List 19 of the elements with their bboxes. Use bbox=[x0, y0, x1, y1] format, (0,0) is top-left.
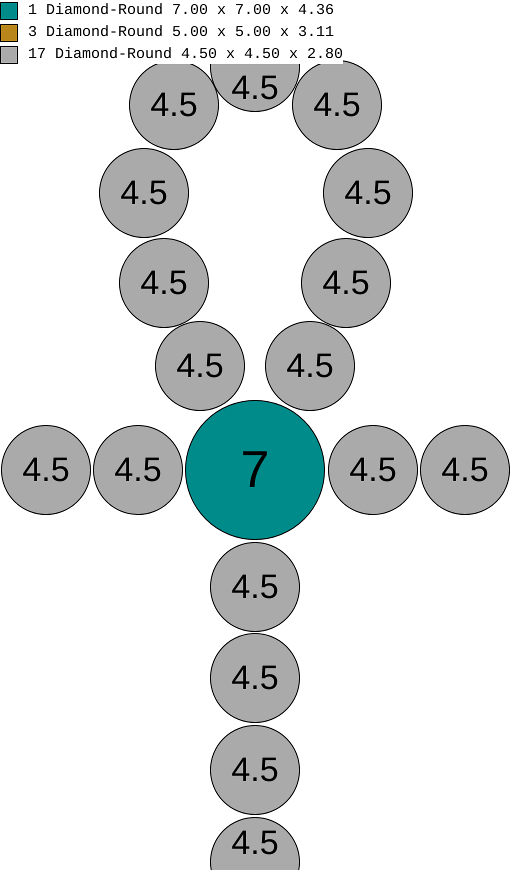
size-label: 4.5 bbox=[231, 68, 279, 108]
size-label: 4.5 bbox=[231, 750, 279, 790]
size-label: 4.5 bbox=[120, 174, 168, 212]
size-label: 4.5 bbox=[140, 264, 188, 302]
size-label: 4.5 bbox=[22, 450, 70, 490]
size-label: 4.5 bbox=[150, 86, 198, 124]
size-label: 4.5 bbox=[344, 174, 392, 212]
size-label: 4.5 bbox=[286, 346, 334, 386]
size-label: 4.5 bbox=[441, 450, 489, 490]
size-label: 4.5 bbox=[231, 824, 279, 863]
size-label: 4.5 bbox=[313, 86, 361, 124]
legend-text: 17 Diamond-Round 4.50 x 4.50 x 2.80 bbox=[28, 46, 344, 64]
size-label: 4.5 bbox=[114, 450, 162, 490]
size-label: 4.5 bbox=[231, 658, 279, 698]
size-label: 7 bbox=[240, 440, 270, 500]
size-label: 4.5 bbox=[176, 346, 224, 386]
size-label: 4.5 bbox=[231, 568, 279, 606]
size-label: 4.5 bbox=[322, 264, 370, 302]
size-label: 4.5 bbox=[349, 450, 397, 490]
